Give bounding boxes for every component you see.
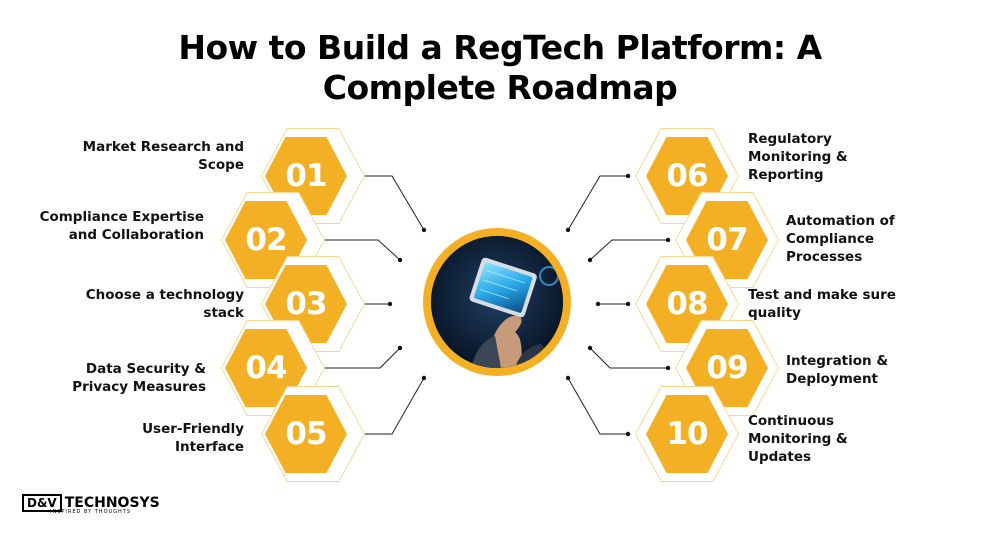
logo-tagline: INSPIRED BY THOUGHTS xyxy=(50,509,132,515)
step-05-label: User-Friendly Interface xyxy=(60,420,244,456)
center-image-ring xyxy=(423,228,571,376)
step-05-number: 05 xyxy=(285,416,327,452)
step-06-label-line-3: Reporting xyxy=(748,167,824,183)
center-image xyxy=(431,236,563,368)
step-01-number: 01 xyxy=(285,158,327,194)
step-05-label-line-2: Interface xyxy=(174,439,244,455)
step-07-number: 07 xyxy=(706,222,748,258)
step-10-hex: 10 xyxy=(646,395,728,473)
step-04-number: 04 xyxy=(245,350,287,386)
logo-wordmark: TECHNOSYS xyxy=(64,495,160,511)
connector-01 xyxy=(362,175,425,231)
step-01-label-line-1: Market Research and xyxy=(82,139,244,155)
connector-09 xyxy=(589,347,668,369)
connector-02 xyxy=(322,239,401,261)
step-06-label-line-1: Regulatory xyxy=(748,131,832,147)
step-07-label-line-2: Compliance xyxy=(786,231,875,247)
connector-06 xyxy=(567,175,628,231)
step-10-number: 10 xyxy=(666,416,708,452)
step-08-label-line-2: quality xyxy=(748,305,801,321)
step-10-label-line-2: Monitoring & xyxy=(748,431,848,447)
step-02-label-line-2: and Collaboration xyxy=(68,227,204,243)
step-10-label-line-3: Updates xyxy=(748,449,812,465)
page-title: How to Build a RegTech Platform: A Compl… xyxy=(0,28,1000,108)
step-01-label: Market Research and Scope xyxy=(60,138,244,174)
logo-mark: D&V xyxy=(22,494,62,512)
step-07-label-line-3: Processes xyxy=(786,249,863,265)
step-04-label-line-2: Privacy Measures xyxy=(72,379,206,395)
step-03-label: Choose a technology stack xyxy=(60,286,244,322)
step-06-label: Regulatory Monitoring & Reporting xyxy=(748,130,928,184)
hand-tablet-illustration xyxy=(431,236,563,368)
step-04-label-line-1: Data Security & xyxy=(85,361,206,377)
step-09-number: 09 xyxy=(706,350,748,386)
step-09-label-line-2: Deployment xyxy=(786,371,879,387)
step-01-label-line-2: Scope xyxy=(198,157,244,173)
title-line-1: How to Build a RegTech Platform: A xyxy=(178,28,822,67)
step-08-label: Test and make sure quality xyxy=(748,286,928,322)
step-03-number: 03 xyxy=(285,286,327,322)
step-10-label-line-1: Continuous xyxy=(748,413,835,429)
step-03-label-line-1: Choose a technology xyxy=(85,287,244,303)
step-08-label-line-1: Test and make sure xyxy=(748,287,896,303)
title-line-2: Complete Roadmap xyxy=(322,68,678,107)
step-09-label: Integration & Deployment xyxy=(786,352,966,388)
step-08-number: 08 xyxy=(666,286,708,322)
company-logo: D&V TECHNOSYS INSPIRED BY THOUGHTS xyxy=(22,494,160,515)
step-03-label-line-2: stack xyxy=(203,305,244,321)
connector-10 xyxy=(567,377,628,435)
step-02-label: Compliance Expertise and Collaboration xyxy=(20,208,204,244)
step-02-label-line-1: Compliance Expertise xyxy=(39,209,204,225)
connector-07 xyxy=(589,239,668,261)
step-05-label-line-1: User-Friendly xyxy=(142,421,244,437)
step-07-label: Automation of Compliance Processes xyxy=(786,212,966,266)
step-02-number: 02 xyxy=(245,222,287,258)
connector-05 xyxy=(362,377,425,435)
step-06-label-line-2: Monitoring & xyxy=(748,149,848,165)
connector-04 xyxy=(322,347,401,369)
step-10-label: Continuous Monitoring & Updates xyxy=(748,412,928,466)
step-04-label: Data Security & Privacy Measures xyxy=(22,360,206,396)
step-09-label-line-1: Integration & xyxy=(786,353,889,369)
step-06-number: 06 xyxy=(666,158,708,194)
step-07-label-line-1: Automation of xyxy=(786,213,895,229)
